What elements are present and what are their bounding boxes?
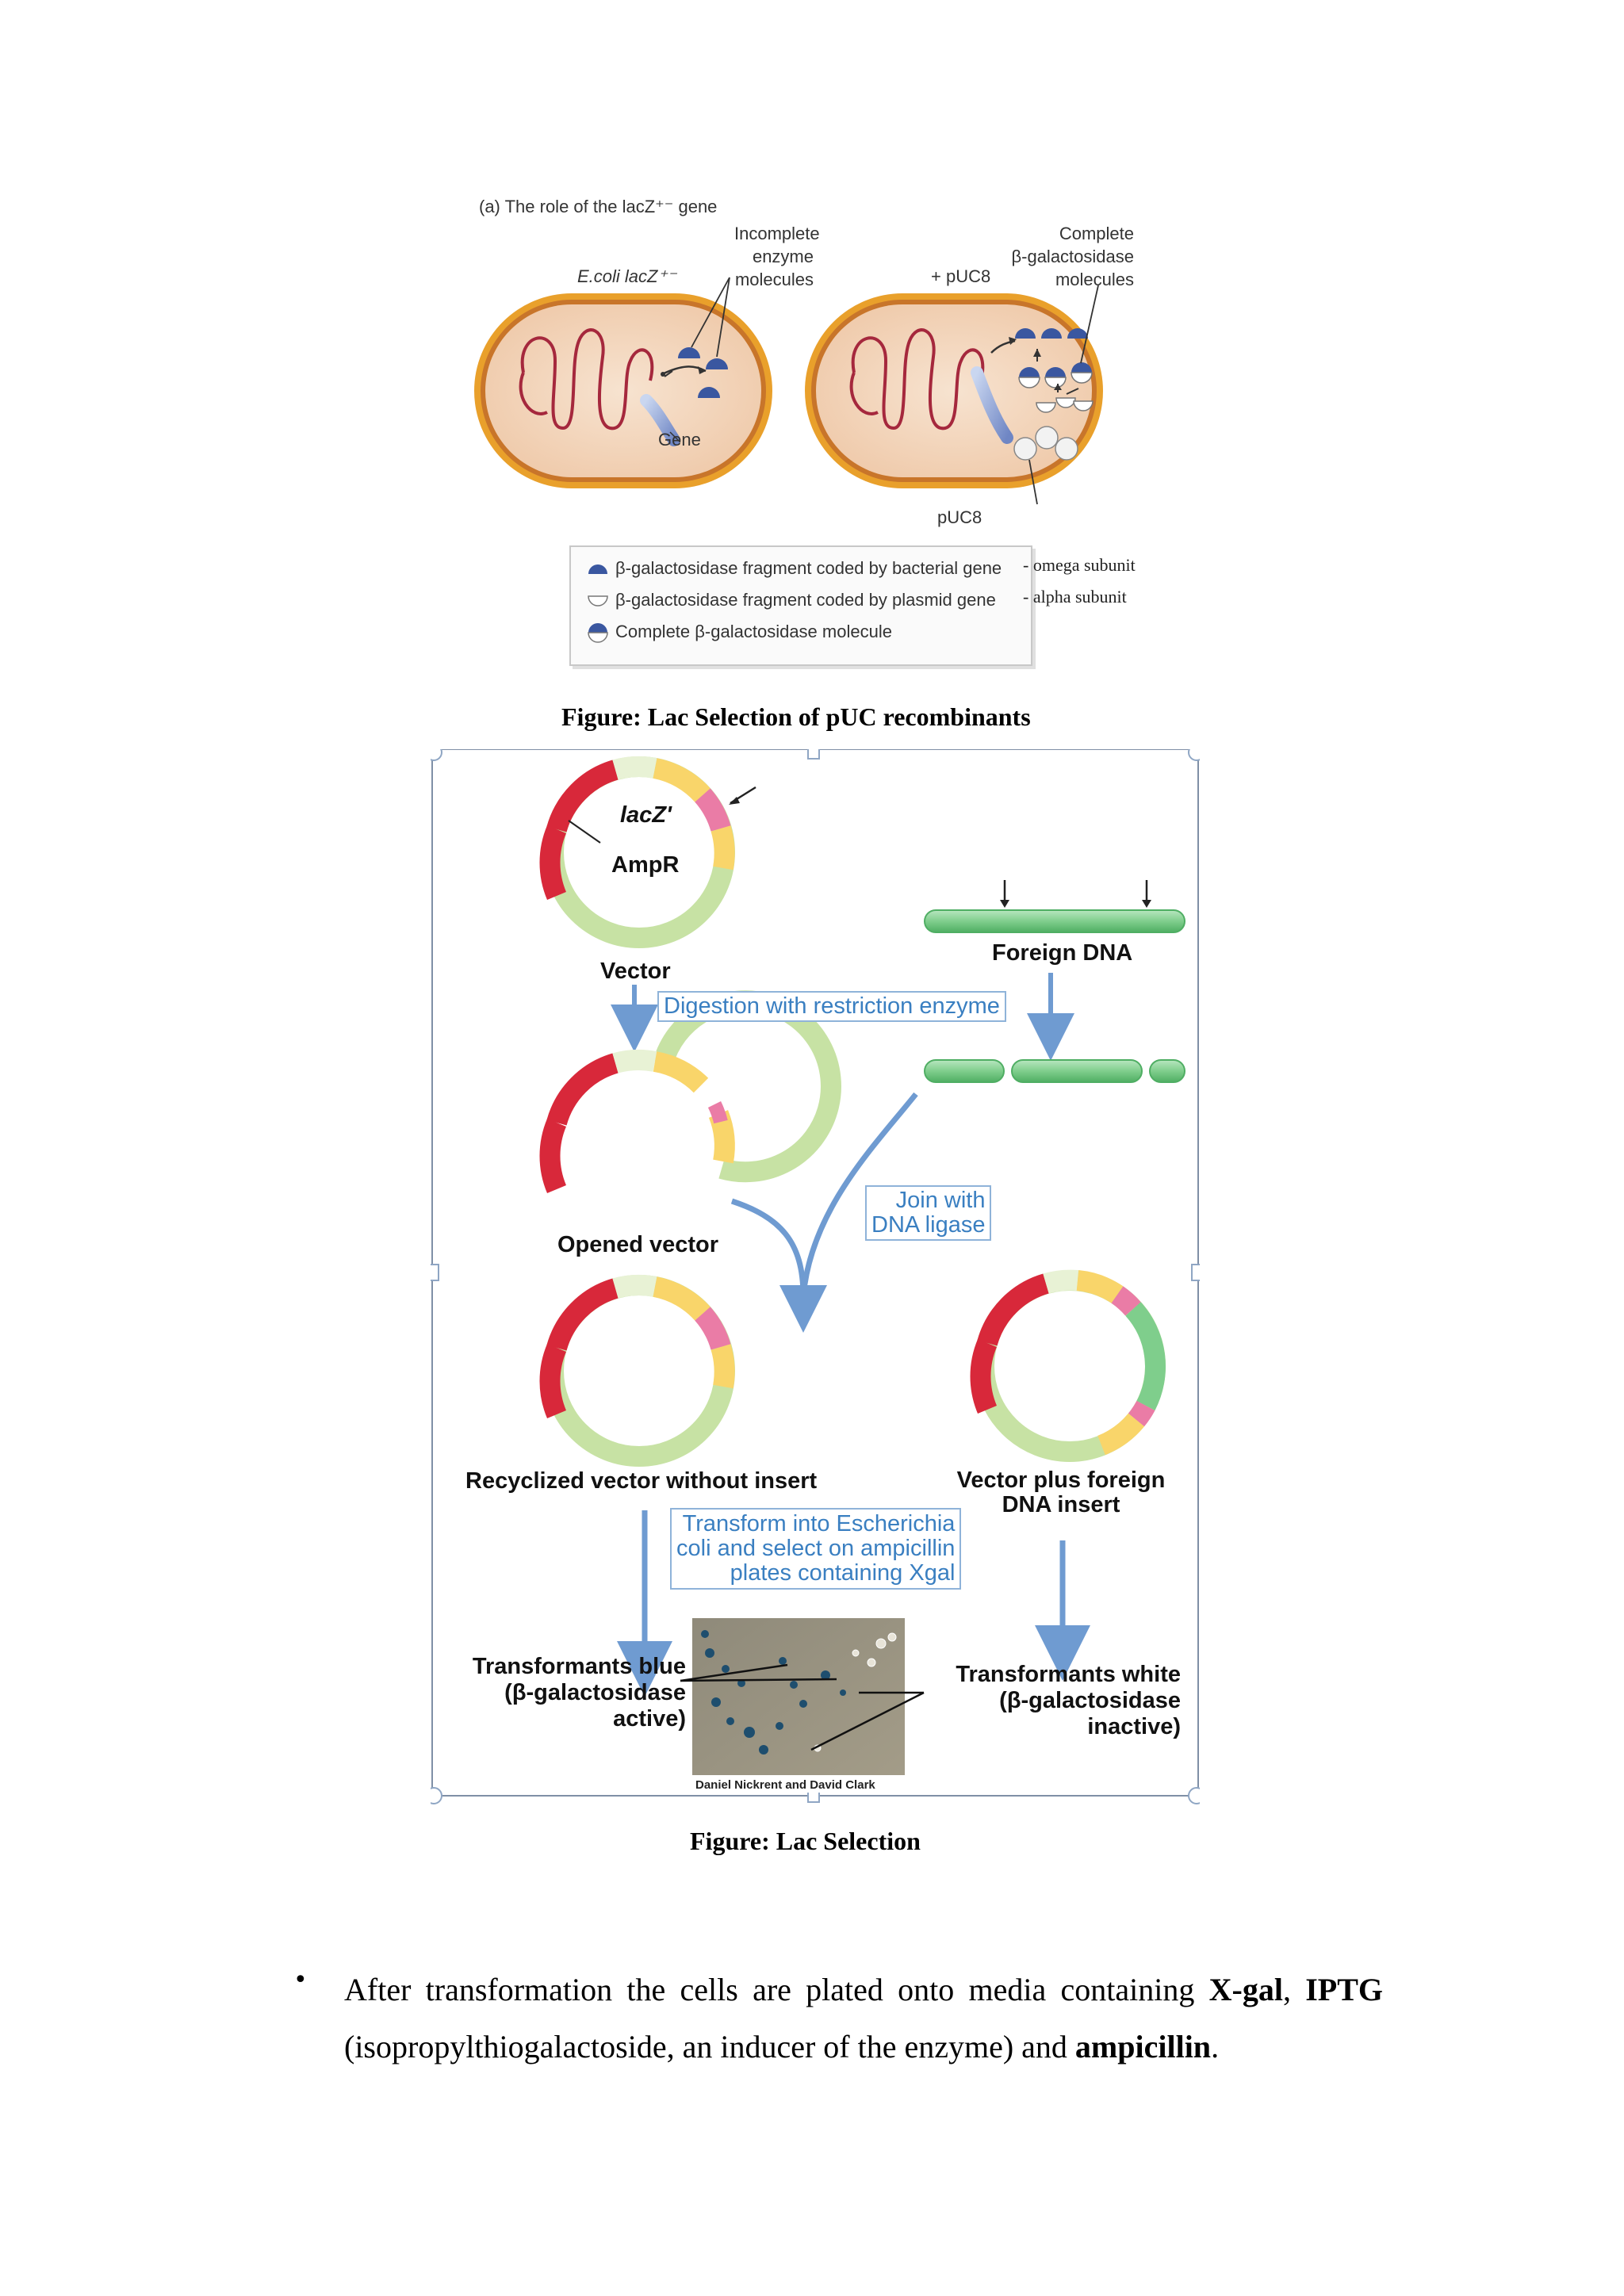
body-text-2: , (1282, 1972, 1306, 2007)
cell-right (805, 285, 1103, 505)
bullet-marker: • (293, 1966, 308, 1994)
vector-plasmid (539, 756, 735, 948)
legend: β-galactosidase fragment coded by bacter… (569, 545, 1032, 666)
body-paragraph: After transformation the cells are plate… (344, 1961, 1383, 2076)
body-xgal: X-gal (1208, 1972, 1283, 2007)
puc8-plus-label: + pUC8 (931, 266, 991, 286)
body-text-1: After transformation the cells are plate… (344, 1972, 1209, 2007)
panel-title: (a) The role of the lacZ⁺⁻ gene (479, 197, 718, 216)
dna-fragments (924, 1059, 1185, 1083)
foreign-dna (924, 880, 1185, 933)
body-iptg: IPTG (1305, 1972, 1384, 2007)
opened-vector-label: Opened vector (557, 1232, 719, 1257)
body-ampicillin: ampicillin (1074, 2029, 1212, 2064)
foreign-dna-label: Foreign DNA (992, 940, 1133, 966)
photo-credit: Daniel Nickrent and David Clark (695, 1778, 875, 1792)
lac-selection-diagram (431, 749, 1200, 1804)
complete-enzyme-icon (588, 623, 608, 643)
figure-lac-selection: lacZ' AmpR Vector Foreign DNA Digestion … (431, 749, 1200, 1812)
lacz-label: lacZ' (620, 802, 672, 828)
cell-left (474, 277, 772, 488)
vector-label: Vector (600, 959, 671, 984)
gene-label: Gene (658, 430, 701, 450)
vector-plus-insert (970, 1269, 1166, 1462)
figure-lac-role: (a) The role of the lacZ⁺⁻ gene Incomple… (468, 190, 1166, 682)
plasmid-fragment-icon (588, 595, 608, 607)
legend-row-bacterial: β-galactosidase fragment coded by bacter… (587, 558, 1002, 579)
body-text-4: . (1211, 2029, 1220, 2064)
legend-row-plasmid: β-galactosidase fragment coded by plasmi… (587, 590, 996, 610)
legend-row-complete: Complete β-galactosidase molecule (587, 622, 892, 643)
enzyme-complete-1 (1018, 367, 1040, 388)
plate-photo (680, 1618, 925, 1793)
body-text-3: (isopropylthiogalactoside, an inducer of… (344, 2029, 1075, 2064)
figure2-caption: Figure: Lac Selection (690, 1827, 921, 1855)
digestion-box: Digestion with restriction enzyme (657, 991, 1006, 1022)
ampr-label: AmpR (611, 852, 680, 878)
ecoli-label: E.coli lacZ⁺⁻ (577, 266, 676, 286)
omega-subunit-note: - omega subunit (1023, 555, 1136, 575)
opened-vector (539, 990, 841, 1194)
recyclized-label: Recyclized vector without insert (465, 1468, 818, 1494)
alpha-subunit-note: - alpha subunit (1023, 587, 1127, 607)
figure1-caption: Figure: Lac Selection of pUC recombinant… (561, 702, 1031, 731)
lac-role-diagram (474, 277, 1103, 505)
puc8-label: pUC8 (937, 507, 982, 527)
recyclized-vector (539, 1275, 735, 1467)
bacterial-fragment-icon (588, 564, 607, 575)
